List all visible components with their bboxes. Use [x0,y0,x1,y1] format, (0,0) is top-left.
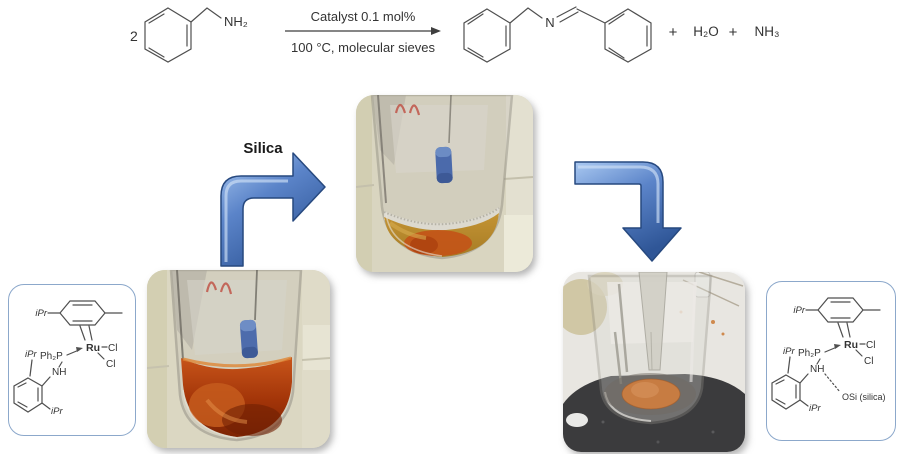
red-marker-marks [205,281,233,295]
chloride-1-label: Cl [866,340,875,351]
imine-nitrogen-label: N [545,15,554,30]
phosphine-label: Ph₂P [798,348,821,359]
photo-silica-suspension-art [356,95,533,272]
homogeneous-catalyst-box: iPr iPr Ph₂P Ru Cl Cl NH iPr [8,284,136,436]
amine-label: NH₂ [224,14,248,29]
hydrogen-bond-dotted [824,373,841,393]
stoichiometry-coefficient: 2 [130,28,138,44]
photo-silica-suspension [356,95,533,272]
aryl-ipr-bottom-label: iPr [809,403,821,414]
silica-step-label: Silica [243,140,283,157]
reaction-conditions-text: 100 °C, molecular sieves [291,40,435,55]
reaction-arrow [285,27,441,35]
dative-bond-arrowhead [76,347,83,352]
stir-bar [239,319,258,359]
chloride-1-label: Cl [108,343,117,354]
ruthenium-label: Ru [86,342,100,354]
orange-catalyst-powder [604,373,696,415]
catalyst-loading-text: Catalyst 0.1 mol% [311,9,416,24]
ruthenium-label: Ru [844,339,858,351]
dative-bond-arrowhead [834,344,841,349]
stir-bar [435,146,453,184]
plus-sign-2: + [729,24,738,41]
photo-dry-supported-catalyst [563,272,745,452]
plus-sign-1: + [669,24,678,41]
amine-nh-label: NH [810,364,824,375]
stirrer-rod [448,95,452,144]
phosphine-label: Ph₂P [40,351,63,362]
water-formula: H₂O [693,24,719,39]
chloride-2-label: Cl [106,359,115,370]
amber-liquid [384,213,499,257]
silica-addition-arrow [220,152,326,267]
ammonia-formula: NH₃ [755,24,780,39]
supported-catalyst-structure: iPr iPr Ph₂P Ru Cl Cl NH iPr OSi (silica… [771,297,886,414]
silica-froth-band [383,207,500,233]
chloride-2-label: Cl [864,356,873,367]
aryl-ipr-top-label: iPr [25,349,37,360]
aryl-ipr-bottom-label: iPr [51,406,63,417]
supported-catalyst-box: iPr iPr Ph₂P Ru Cl Cl NH iPr OSi (silica… [766,281,896,441]
aryl-ipr-top-label: iPr [783,346,795,357]
floor-highlight [566,413,588,427]
filtration-drying-arrow [574,161,682,262]
amine-nh-label: NH [52,367,66,378]
silanol-label: OSi (silica) [842,392,886,402]
cymene-ipr-label: iPr [793,305,805,316]
red-marker-marks [394,103,421,116]
benzylamine-structure [144,7,222,63]
photo-catalyst-solution-art [147,270,330,448]
cymene-ipr-label: iPr [35,308,47,319]
reaction-scheme: 2 NH₂ Catalyst 0.1 mol% 100 °C, molecula… [130,6,780,63]
photo-dry-supported-catalyst-art [563,272,745,452]
orange-reaction-liquid [181,356,292,437]
spatula [613,283,629,385]
stirrer-rod [254,270,258,321]
imine-product-structure [463,6,652,63]
photo-catalyst-solution [147,270,330,448]
glass-funnel [638,272,668,371]
homogeneous-catalyst-structure: iPr iPr Ph₂P Ru Cl Cl NH iPr [13,300,123,417]
